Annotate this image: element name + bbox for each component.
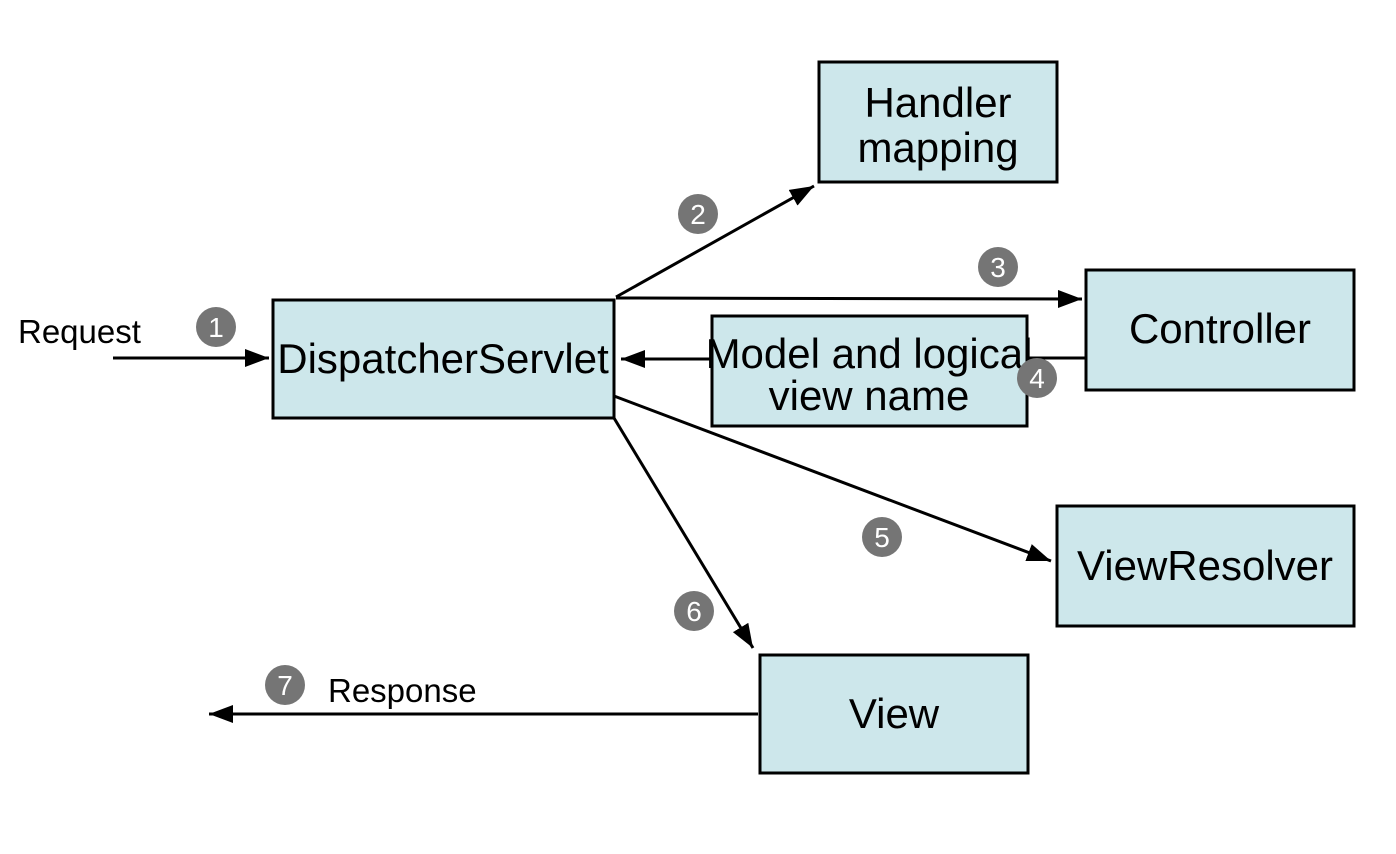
arrow-step6-dispatcher-to-view (612, 417, 755, 649)
step-badge-7: 7 (265, 665, 305, 705)
dispatcher-servlet-box (271, 298, 616, 420)
arrow-step5-dispatcher-to-viewresolver (613, 394, 1052, 563)
view-box (758, 653, 1030, 775)
step-badge-3: 3 (978, 247, 1018, 287)
node-handler-mapping: Handler mapping (817, 60, 1059, 184)
step-badge-6-number: 6 (686, 596, 702, 627)
step-badge-6: 6 (674, 591, 714, 631)
node-view-resolver: ViewResolver (1055, 504, 1356, 628)
handler-mapping-box (817, 60, 1059, 184)
model-and-view-box (710, 314, 1029, 428)
model-and-view-label-line1: Model and logical (706, 330, 1033, 377)
node-dispatcher-servlet: DispatcherServlet (271, 298, 616, 420)
step-badge-4-number: 4 (1029, 363, 1045, 394)
handler-mapping-label-line1: Handler (864, 79, 1011, 126)
step-badge-2: 2 (678, 194, 718, 234)
response-label: Response (328, 672, 477, 709)
model-and-view-label-line2: view name (769, 372, 970, 419)
step-badge-7-circle (265, 665, 305, 705)
step-badge-6-circle (674, 591, 714, 631)
arrow-step3-dispatcher-to-controller (615, 289, 1083, 308)
controller-box (1084, 268, 1356, 392)
step-badge-1-number: 1 (208, 312, 224, 343)
step-badge-2-circle (678, 194, 718, 234)
step-badge-4: 4 (1017, 358, 1057, 398)
step-badge-5-number: 5 (874, 522, 890, 553)
step-badge-2-number: 2 (690, 199, 706, 230)
step-badge-5-circle (862, 517, 902, 557)
step-badge-5: 5 (862, 517, 902, 557)
node-model-and-logical-view-name: Model and logical view name (706, 314, 1033, 428)
view-resolver-box (1055, 504, 1356, 628)
step-badge-3-circle (978, 247, 1018, 287)
controller-label: Controller (1129, 305, 1311, 352)
arrow-step2-dispatcher-to-handler-mapping (615, 184, 815, 299)
node-view: View (758, 653, 1030, 775)
node-controller: Controller (1084, 268, 1356, 392)
handler-mapping-label-line2: mapping (857, 124, 1018, 171)
step-badge-1-circle (196, 307, 236, 347)
step-badge-7-number: 7 (277, 670, 293, 701)
step-badge-4-circle (1017, 358, 1057, 398)
request-label: Request (18, 313, 141, 350)
dispatcher-servlet-label: DispatcherServlet (277, 335, 609, 382)
view-resolver-label: ViewResolver (1077, 542, 1333, 589)
view-label: View (849, 690, 940, 737)
step-badge-3-number: 3 (990, 252, 1006, 283)
step-badge-1: 1 (196, 307, 236, 347)
